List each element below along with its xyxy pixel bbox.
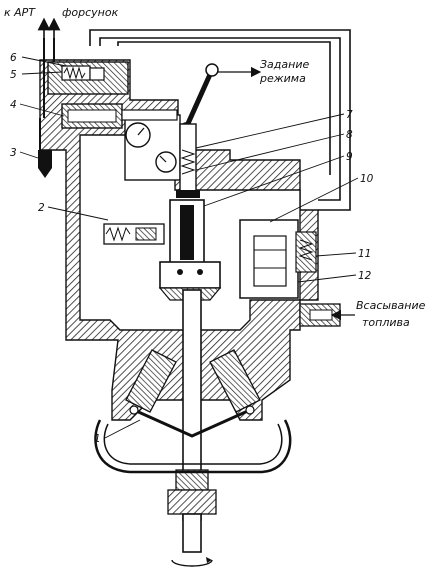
mode-lever [180,63,262,134]
label-suction-2: топлива [362,316,410,329]
callout-12: 12 [358,270,372,282]
pressure-gauge-icon [125,122,177,173]
callout-10: 10 [360,173,374,185]
rotation-arrow-icon [171,557,213,567]
control-lines [89,29,351,211]
callout-numbers: 1 2 3 4 5 6 7 8 9 10 11 12 [10,52,374,445]
suction-inlet [299,303,355,327]
callout-11: 11 [358,248,371,260]
distributor-plunger [158,199,222,301]
callout-7: 7 [346,109,353,121]
callout-1: 1 [94,433,101,445]
relief-valve-assembly [47,61,129,95]
control-plunger [61,103,178,129]
check-valve [38,150,52,178]
drive-shaft [167,289,217,553]
transfer-pump-unit [239,219,317,299]
callout-leaders [19,56,359,439]
metering-valve [103,223,165,245]
callout-2: 2 [38,202,45,214]
output-arrows [37,17,61,60]
text-labels: к АРТ форсунок Задание режима Всасывание… [4,6,426,329]
flyweight-housing [94,419,292,474]
label-mode-1: Задание [260,58,309,71]
callout-8: 8 [346,129,353,141]
label-suction-1: Всасывание [356,299,426,312]
flyweight-pistons [125,349,261,438]
callout-4: 4 [10,99,17,111]
label-injectors: форсунок [62,6,119,19]
callout-6: 6 [10,52,17,64]
callout-9: 9 [346,151,353,163]
callout-5: 5 [10,69,17,81]
label-mode-2: режима [259,72,306,85]
label-to-art: к АРТ [4,6,36,19]
callout-3: 3 [10,147,17,159]
governor-spring-rod [176,123,200,198]
